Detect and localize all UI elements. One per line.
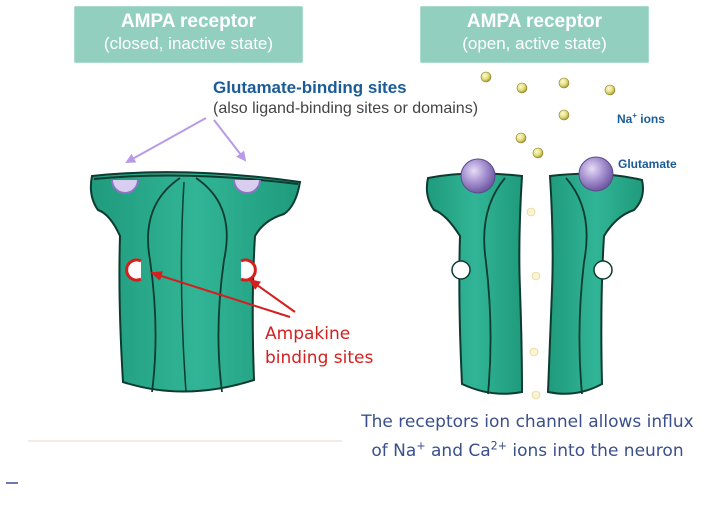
bound-glutamate-right bbox=[578, 156, 614, 192]
open-receptor-left-half bbox=[425, 172, 524, 395]
glutamate-sites-label: Glutamate-binding sites bbox=[213, 78, 407, 97]
channel-ion bbox=[531, 271, 541, 281]
open-subunit-divider-left bbox=[483, 177, 506, 395]
closed-channel-line bbox=[180, 181, 187, 393]
na-ions-label: Na+ ions bbox=[617, 112, 665, 126]
closed-receptor bbox=[89, 171, 302, 393]
na-ions-text: Na bbox=[617, 112, 633, 126]
ampakine-line1: Ampakine bbox=[265, 324, 351, 344]
glutamate-label: Glutamate bbox=[618, 157, 677, 171]
left-title-line1: AMPA receptor bbox=[120, 11, 257, 32]
closed-receptor-rim bbox=[93, 174, 299, 185]
open-receptor-right-half bbox=[546, 172, 644, 395]
glutamate-arrow-left bbox=[125, 117, 207, 163]
na-ion bbox=[516, 82, 528, 94]
ampakine-site-right bbox=[240, 258, 257, 282]
na-ion bbox=[558, 109, 570, 121]
na-ions-suffix: ions bbox=[636, 112, 665, 126]
ampakine-line2: binding sites bbox=[265, 348, 374, 368]
channel-ion bbox=[526, 207, 536, 217]
na-ion bbox=[532, 147, 544, 159]
ampakine-arrow-right bbox=[248, 278, 296, 313]
bound-glutamate-left bbox=[460, 158, 496, 194]
na-ions-sup: + bbox=[632, 111, 637, 120]
right-title-line1: AMPA receptor bbox=[466, 11, 603, 32]
right-title-line2: (open, active state) bbox=[462, 34, 607, 53]
closed-receptor-body bbox=[89, 171, 302, 393]
channel-ion bbox=[531, 390, 541, 400]
na-ion bbox=[604, 84, 616, 96]
caption-line2: of Na+ and Ca2+ ions into the neuron bbox=[340, 439, 715, 461]
closed-glutamate-pocket-left bbox=[111, 179, 139, 194]
open-receptor bbox=[425, 156, 644, 395]
caption-end: ions into the neuron bbox=[506, 441, 684, 461]
ampakine-site-left bbox=[125, 258, 142, 282]
caption-ca-sup: 2+ bbox=[490, 439, 507, 453]
glutamate-sites-sublabel: (also ligand-binding sites or domains) bbox=[213, 100, 479, 117]
caption-na-sup: + bbox=[416, 439, 426, 453]
closed-subunit-divider-left bbox=[147, 177, 181, 393]
right-title-box: AMPA receptor (open, active state) bbox=[420, 6, 649, 63]
closed-subunit-divider-right bbox=[195, 177, 228, 393]
na-ion bbox=[558, 77, 570, 89]
ampakine-label: Ampakine binding sites bbox=[265, 322, 373, 370]
caption-ca: and Ca bbox=[425, 441, 491, 461]
na-ion bbox=[515, 132, 527, 144]
left-title-line2: (closed, inactive state) bbox=[103, 34, 274, 53]
na-ion bbox=[480, 71, 492, 83]
open-side-notch-right bbox=[593, 260, 613, 280]
open-side-notch-left bbox=[451, 260, 471, 280]
glutamate-arrow-right bbox=[213, 119, 247, 162]
na-ions-channel bbox=[526, 207, 541, 400]
caption-na: of Na bbox=[371, 441, 417, 461]
ampakine-arrow-left bbox=[150, 271, 291, 318]
na-ions-outside bbox=[480, 71, 616, 159]
channel-ion bbox=[529, 347, 539, 357]
open-subunit-divider-right bbox=[565, 177, 588, 395]
left-title-box: AMPA receptor (closed, inactive state) bbox=[74, 6, 303, 63]
caption-line1: The receptors ion channel allows influx bbox=[361, 412, 694, 432]
closed-glutamate-pocket-right bbox=[233, 179, 261, 194]
